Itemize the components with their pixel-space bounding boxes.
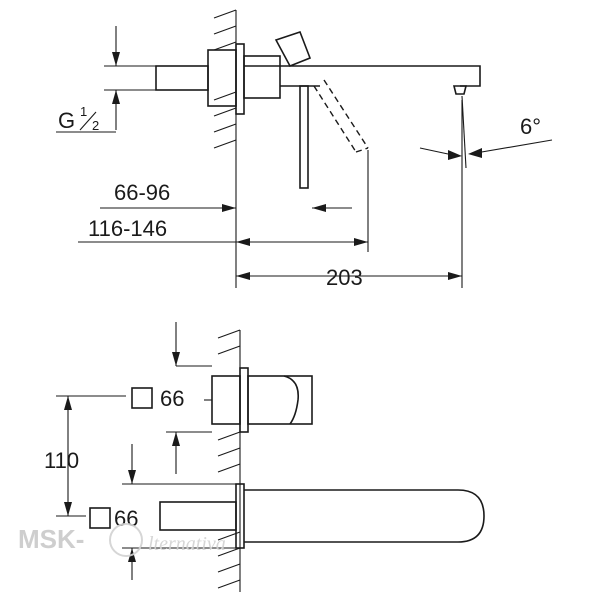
watermark-left-text: MSK-	[18, 524, 84, 554]
dimension-116-146	[78, 150, 369, 252]
square-icon-bottom	[89, 507, 111, 529]
handle-dashed	[313, 79, 369, 153]
thread-dimension	[56, 26, 156, 133]
dimension-116-146-label: 116-146	[88, 216, 167, 241]
fraction-slash	[79, 111, 97, 131]
dimension-203	[235, 100, 463, 288]
watermark-logo-icon	[109, 523, 143, 557]
thread-label: G	[58, 108, 75, 133]
dimension-mixer-height	[166, 322, 212, 474]
dimension-66-96-label: 66-96	[114, 180, 170, 205]
angle-indicator	[419, 95, 553, 169]
inlet-body	[155, 43, 281, 115]
watermark-right-text: lternativa	[148, 533, 226, 555]
thread-numerator: 1	[80, 104, 87, 119]
side-view: G 1 2 66-96 116-146 203	[56, 9, 553, 290]
mixer-unit	[204, 367, 313, 433]
dimension-66-96	[100, 204, 352, 212]
dimension-spout-height	[122, 444, 236, 580]
dimension-110	[56, 395, 126, 517]
front-view: 66 110 66	[44, 322, 485, 592]
handle	[274, 30, 312, 189]
dimension-110-label: 110	[44, 448, 79, 473]
square-66-top-label: 66	[160, 386, 184, 411]
watermark: MSK- lternativa	[18, 523, 226, 557]
square-icon-top	[131, 387, 153, 409]
angle-label: 6°	[520, 114, 541, 139]
wall-hatching-top	[213, 9, 237, 150]
thread-denominator: 2	[92, 118, 99, 133]
spout-unit	[159, 483, 485, 549]
dimension-203-label: 203	[326, 265, 363, 290]
